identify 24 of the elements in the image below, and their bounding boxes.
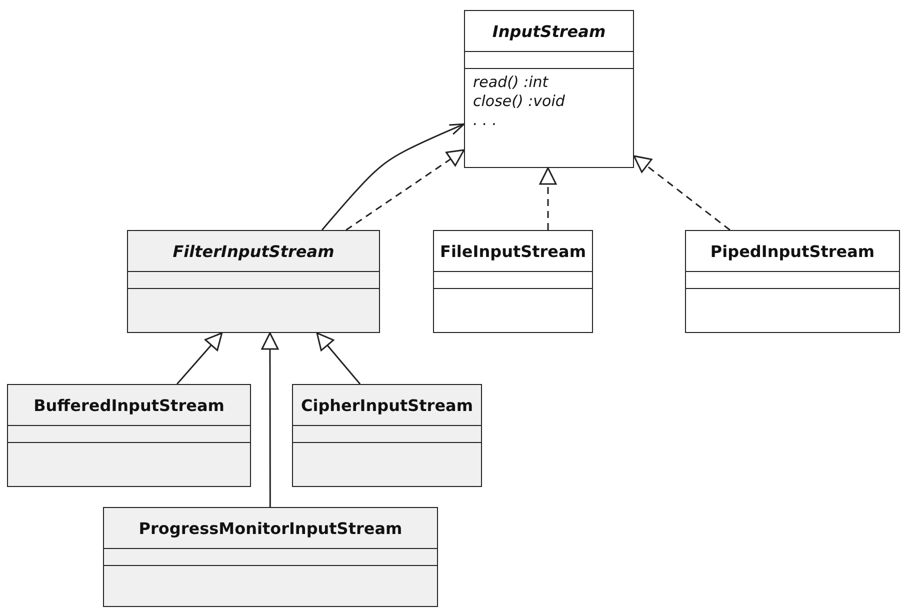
class-name: FileInputStream [439,242,587,260]
arrow [176,332,223,384]
class-box [103,507,438,607]
arrow [346,149,465,231]
method-signature: close() :void [473,92,566,111]
class-name: PipedInputStream [709,242,876,260]
class-box [292,384,482,487]
class-box [7,384,251,487]
method-signature: . . . [473,111,498,130]
arrow [322,123,465,230]
arrow [316,332,361,384]
class-name: BufferedInputStream [32,396,226,414]
class-box [464,10,634,168]
class-name: FilterInputStream [172,242,336,260]
arrow [539,167,557,230]
class-box [127,230,380,333]
class-name: CipherInputStream [300,396,474,414]
class-box [433,230,593,333]
arrow [261,332,279,507]
class-name: InputStream [491,22,607,40]
method-signature: read() :int [473,73,550,92]
arrow [633,155,730,231]
class-name: ProgressMonitorInputStream [138,518,404,538]
class-box [685,230,900,333]
